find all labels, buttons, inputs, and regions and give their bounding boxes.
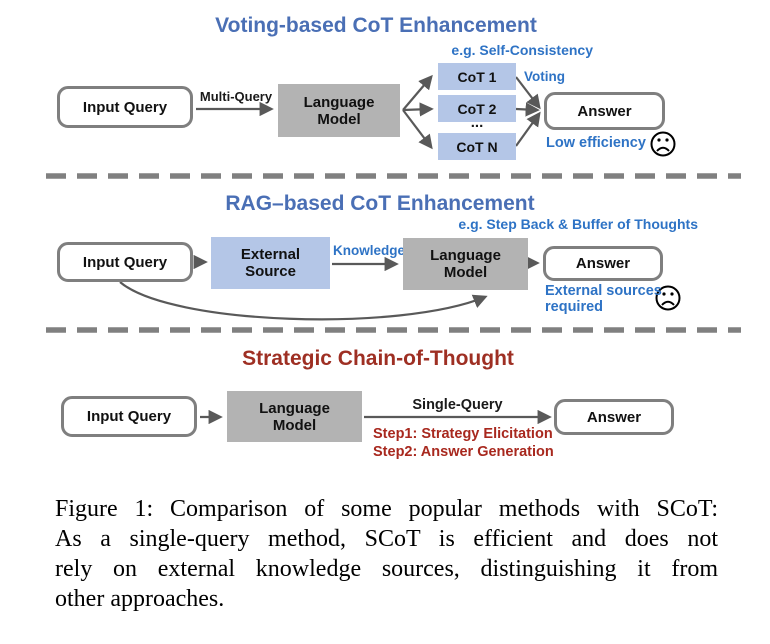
panel2-answer-box: Answer [543, 246, 663, 281]
external-source-box: External Source [211, 237, 330, 289]
panel1-example-label: e.g. Self-Consistency [451, 42, 593, 58]
panel2-example-label: e.g. Step Back & Buffer of Thoughts [458, 216, 698, 232]
panel2-title: RAG–based CoT Enhancement [225, 192, 535, 215]
single-query-label: Single-Query [412, 397, 503, 413]
panel3-language-model-label: Language Model [259, 399, 330, 434]
figure-caption: Figure 1: Comparison of some popular met… [55, 494, 718, 614]
external-source-label: External Source [240, 246, 301, 280]
cot-n-box: CoT N [438, 133, 516, 160]
panel3-answer-box: Answer [554, 399, 674, 435]
external-sources-required-line2: required [545, 298, 604, 315]
cot-1-box: CoT 1 [438, 63, 516, 90]
panel1-language-model-label: Language Model [303, 93, 375, 128]
panel1-title: Voting-based CoT Enhancement [215, 14, 537, 37]
step2-label: Step2: Answer Generation [373, 444, 554, 460]
panel2-language-model-label: Language Model [430, 247, 501, 281]
panel3-title: Strategic Chain-of-Thought [242, 347, 514, 370]
caption-line-3: rely on external knowledge sources, dist… [55, 556, 718, 582]
cot-ellipsis: ... [470, 114, 484, 131]
panel2-language-model-box: Language Model [403, 238, 528, 290]
caption-line-2: As a single-query method, SCoT is effici… [55, 526, 718, 552]
panel1-input-query-box: Input Query [57, 86, 193, 128]
external-sources-required-line1: External sources [545, 283, 662, 299]
low-efficiency-label: Low efficiency [546, 135, 646, 151]
voting-label: Voting [524, 69, 565, 84]
knowledge-label: Knowledge [333, 243, 406, 258]
caption-line-4: other approaches. [55, 586, 225, 612]
external-sources-required-label: External sources required [545, 283, 662, 315]
panel2-input-query-box: Input Query [57, 242, 193, 282]
cot-2-box: CoT 2 [438, 95, 516, 122]
panel3-input-query-box: Input Query [61, 396, 197, 437]
panel3-language-model-box: Language Model [227, 391, 362, 442]
panel1-language-model-box: Language Model [278, 84, 400, 137]
sad-face-icon [650, 131, 676, 157]
panel1-multi-query-label: Multi-Query [199, 89, 273, 104]
caption-line-1: Figure 1: Comparison of some popular met… [55, 496, 718, 522]
step1-label: Step1: Strategy Elicitation [373, 426, 553, 442]
panel1-answer-box: Answer [544, 92, 665, 130]
